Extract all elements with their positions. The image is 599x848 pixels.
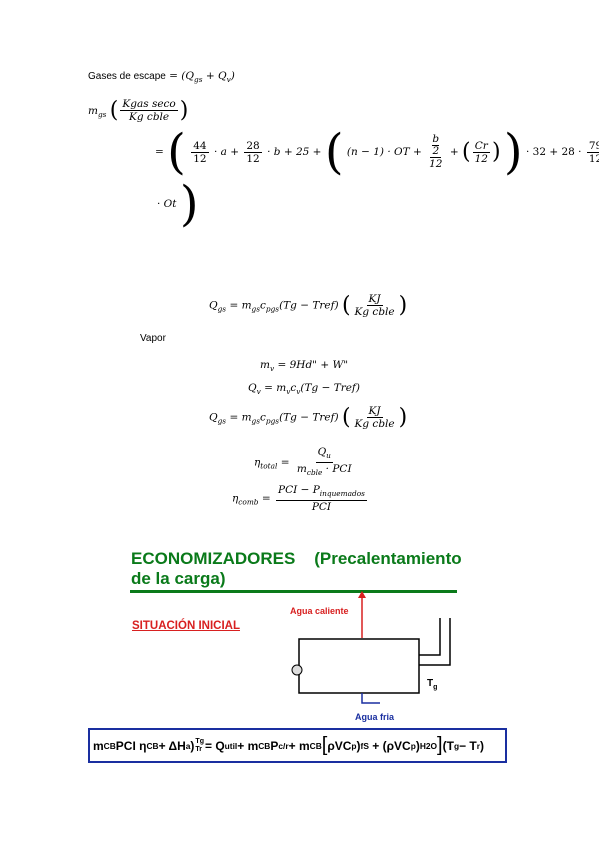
green-rule: [130, 590, 457, 593]
tail-term: · 32 + 28 ·: [525, 146, 582, 158]
vapor-label: Vapor: [140, 333, 166, 344]
equals-sign: =: [155, 146, 164, 158]
agua-fria-label: Agua fria: [355, 712, 395, 722]
eta-total-fraction: Qu mcble · PCI: [296, 446, 352, 478]
burner-icon: [291, 664, 303, 676]
tank-body: [298, 638, 420, 694]
mv-equation: mv = 9Hd" + W": [260, 359, 349, 374]
situacion-inicial-label: SITUACIÓN INICIAL: [132, 620, 240, 632]
agua-caliente-label: Agua caliente: [290, 606, 349, 616]
gases-expr: = (Qgs + Qv): [169, 70, 235, 85]
title-line-2: de la carga): [131, 569, 226, 588]
gases-escape-line: Gases de escape = (Qgs + Qv): [88, 70, 235, 84]
frac-b2-12: b 2 12: [429, 133, 443, 171]
gases-label: Gases de escape: [88, 71, 166, 82]
inner-paren-right: ): [503, 124, 523, 180]
eta-comb-equation: ηcomb = PCI − Pinquemados PCI: [232, 484, 367, 514]
inner-paren-left: (: [324, 124, 344, 180]
cr-paren-right: ): [491, 139, 501, 165]
eta-comb-fraction: PCI − Pinquemados PCI: [276, 484, 367, 514]
eta-total-equation: ηtotal = Qu mcble · PCI: [254, 446, 352, 478]
economizadores-title: ECONOMIZADORES (Precalentamiento de la c…: [131, 549, 462, 589]
ot-line: · Ot ): [157, 180, 199, 228]
cr-paren-left: (: [461, 139, 471, 165]
paren-left: (: [109, 98, 119, 123]
n-term: (n − 1) · OT +: [346, 146, 422, 158]
title-line-1: ECONOMIZADORES (Precalentamiento: [131, 549, 462, 568]
plus-sign: +: [449, 146, 459, 158]
cold-water-inlet: [361, 693, 380, 704]
qv-equation: Qv = mvcv(Tg − Tref): [248, 382, 360, 397]
b-term: · b + 25 +: [267, 146, 322, 158]
chimney-inner: [419, 618, 451, 666]
big-paren-right: ): [179, 176, 199, 232]
big-paren-left: (: [167, 124, 186, 180]
chimney-outer: [419, 618, 441, 656]
mgs-symbol: mgs: [88, 104, 107, 119]
hot-water-arrowhead: [358, 591, 366, 598]
tg-label: Tg: [427, 678, 438, 691]
economizer-diagram: [291, 591, 451, 704]
ot-term: · Ot: [157, 198, 177, 210]
a-term: · a +: [213, 146, 240, 158]
paren-right: ): [179, 98, 189, 123]
